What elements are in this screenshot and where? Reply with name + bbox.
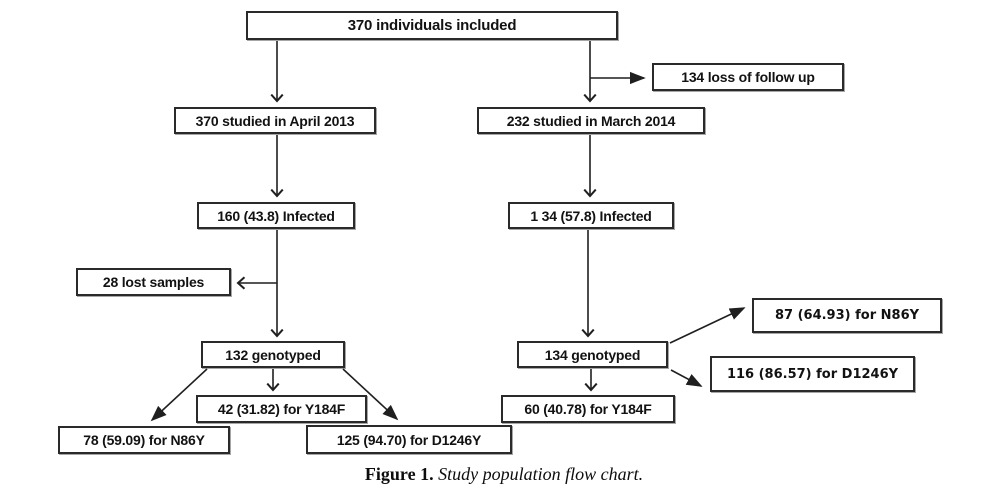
node-lost-samples: 28 lost samples bbox=[76, 268, 231, 296]
node-d1246y-2013: 125 (94.70) for D1246Y bbox=[306, 425, 512, 454]
node-y184f-2013: 42 (31.82) for Y184F bbox=[196, 395, 367, 423]
arrow-genotyped-to-d1246y-right bbox=[670, 369, 703, 387]
arrow-genotyped-to-n86y-left bbox=[150, 368, 208, 422]
node-studied-april-2013: 370 studied in April 2013 bbox=[174, 107, 376, 134]
node-genotyped-2014: 134 genotyped bbox=[517, 341, 668, 368]
node-loss-of-follow-up: 134 loss of follow up bbox=[652, 63, 844, 91]
arrow-genotyped-to-n86y-right bbox=[669, 307, 746, 344]
node-n86y-2013: 78 (59.09) for N86Y bbox=[58, 426, 230, 454]
node-genotyped-2013: 132 genotyped bbox=[201, 341, 345, 368]
arrow-genotyped-to-d1246y-left bbox=[342, 368, 399, 421]
figure-caption-label: Figure 1. bbox=[364, 464, 434, 484]
figure-caption-text: Study population flow chart. bbox=[433, 464, 644, 484]
figure-caption: Figure 1. Study population flow chart. bbox=[0, 464, 1008, 485]
node-n86y-2014: 87 (64.93) for N86Y bbox=[752, 298, 942, 333]
node-infected-2013: 160 (43.8) Infected bbox=[197, 202, 355, 229]
node-individuals-included: 370 individuals included bbox=[246, 11, 618, 40]
node-studied-march-2014: 232 studied in March 2014 bbox=[477, 107, 705, 134]
node-y184f-2014: 60 (40.78) for Y184F bbox=[501, 395, 675, 423]
node-infected-2014: 1 34 (57.8) Infected bbox=[508, 202, 674, 229]
node-d1246y-2014: 116 (86.57) for D1246Y bbox=[710, 356, 915, 392]
